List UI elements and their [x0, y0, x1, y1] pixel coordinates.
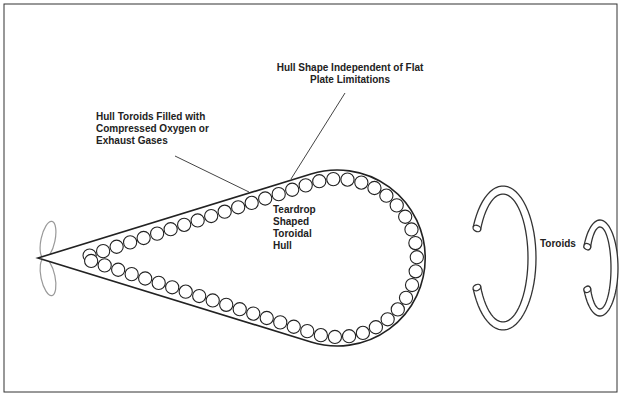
- toroid: [473, 186, 536, 330]
- toroid-end: [583, 285, 592, 294]
- hull-toroid: [286, 183, 299, 196]
- hull-toroid: [405, 278, 418, 291]
- hull-toroid: [314, 329, 327, 342]
- hull-toroid: [178, 218, 191, 231]
- hull-toroid: [218, 205, 231, 218]
- hull-toroid: [125, 268, 138, 281]
- hull-toroid: [299, 179, 312, 192]
- leader-line: [291, 93, 345, 179]
- hull-toroid: [381, 313, 394, 326]
- hull-toroid: [355, 176, 368, 189]
- hull-toroid: [260, 311, 273, 324]
- hull-toroid: [369, 321, 382, 334]
- callout-label: Hull Shape Independent of Flat Plate Lim…: [272, 62, 428, 86]
- hull-toroid: [191, 214, 204, 227]
- hull-toroid: [179, 285, 192, 298]
- hull-toroid: [399, 210, 412, 223]
- frame: [4, 4, 617, 392]
- hull-toroid: [97, 245, 110, 258]
- hull-toroid: [193, 289, 206, 302]
- hull-label: Teardrop Shaped Toroidal Hull: [273, 204, 331, 252]
- callout-label: Hull Toroids Filled with Compressed Oxyg…: [96, 111, 224, 147]
- toroid-end: [472, 224, 482, 233]
- hull-toroid: [137, 231, 150, 244]
- hull-toroid: [405, 223, 418, 236]
- hull-toroid: [206, 294, 219, 307]
- hull-toroid: [410, 251, 423, 264]
- hull-toroid: [390, 199, 403, 212]
- hull-toroid: [220, 298, 233, 311]
- hull-toroid: [380, 189, 393, 202]
- hull-toroid: [245, 196, 258, 209]
- teardrop-hull: [38, 170, 425, 346]
- hull-toroid: [327, 173, 340, 186]
- hull-toroid: [98, 259, 111, 272]
- hull-toroid: [409, 265, 422, 278]
- hull-toroid: [112, 263, 125, 276]
- hull-toroid: [272, 188, 285, 201]
- hull-toroid: [328, 330, 341, 343]
- toroid-end: [472, 283, 482, 292]
- hull-toroid: [342, 330, 355, 343]
- callout-label: Toroids: [540, 238, 590, 250]
- hull-toroid: [232, 201, 245, 214]
- hull-toroid: [274, 316, 287, 329]
- hull-outline: [30, 160, 430, 355]
- hull-toroid: [124, 236, 137, 249]
- hull-toroid: [233, 303, 246, 316]
- hull-toroid: [152, 276, 165, 289]
- hull-toroid: [205, 209, 218, 222]
- hull-toroid: [85, 254, 98, 267]
- hull-toroid: [301, 325, 314, 338]
- hull-toroid: [313, 175, 326, 188]
- hull-toroid: [259, 192, 272, 205]
- toroid: [584, 220, 618, 316]
- hull-toroid: [341, 173, 354, 186]
- toroid-group: [472, 186, 618, 330]
- hull-toroid: [399, 291, 412, 304]
- hull-toroid: [356, 326, 369, 339]
- hull-toroid: [164, 223, 177, 236]
- hull-toroid: [110, 240, 123, 253]
- hull-toroid: [139, 272, 152, 285]
- hull-toroid: [368, 181, 381, 194]
- leader-line: [175, 156, 249, 192]
- hull-toroid: [247, 307, 260, 320]
- hull-toroid: [151, 227, 164, 240]
- hull-toroid: [287, 320, 300, 333]
- hull-toroid: [166, 281, 179, 294]
- hull-node: Teardrop Shaped Toroidal Hull: [30, 160, 430, 355]
- toroid-end: [583, 242, 592, 251]
- hull-toroid: [391, 303, 404, 316]
- hull-toroid: [409, 236, 422, 249]
